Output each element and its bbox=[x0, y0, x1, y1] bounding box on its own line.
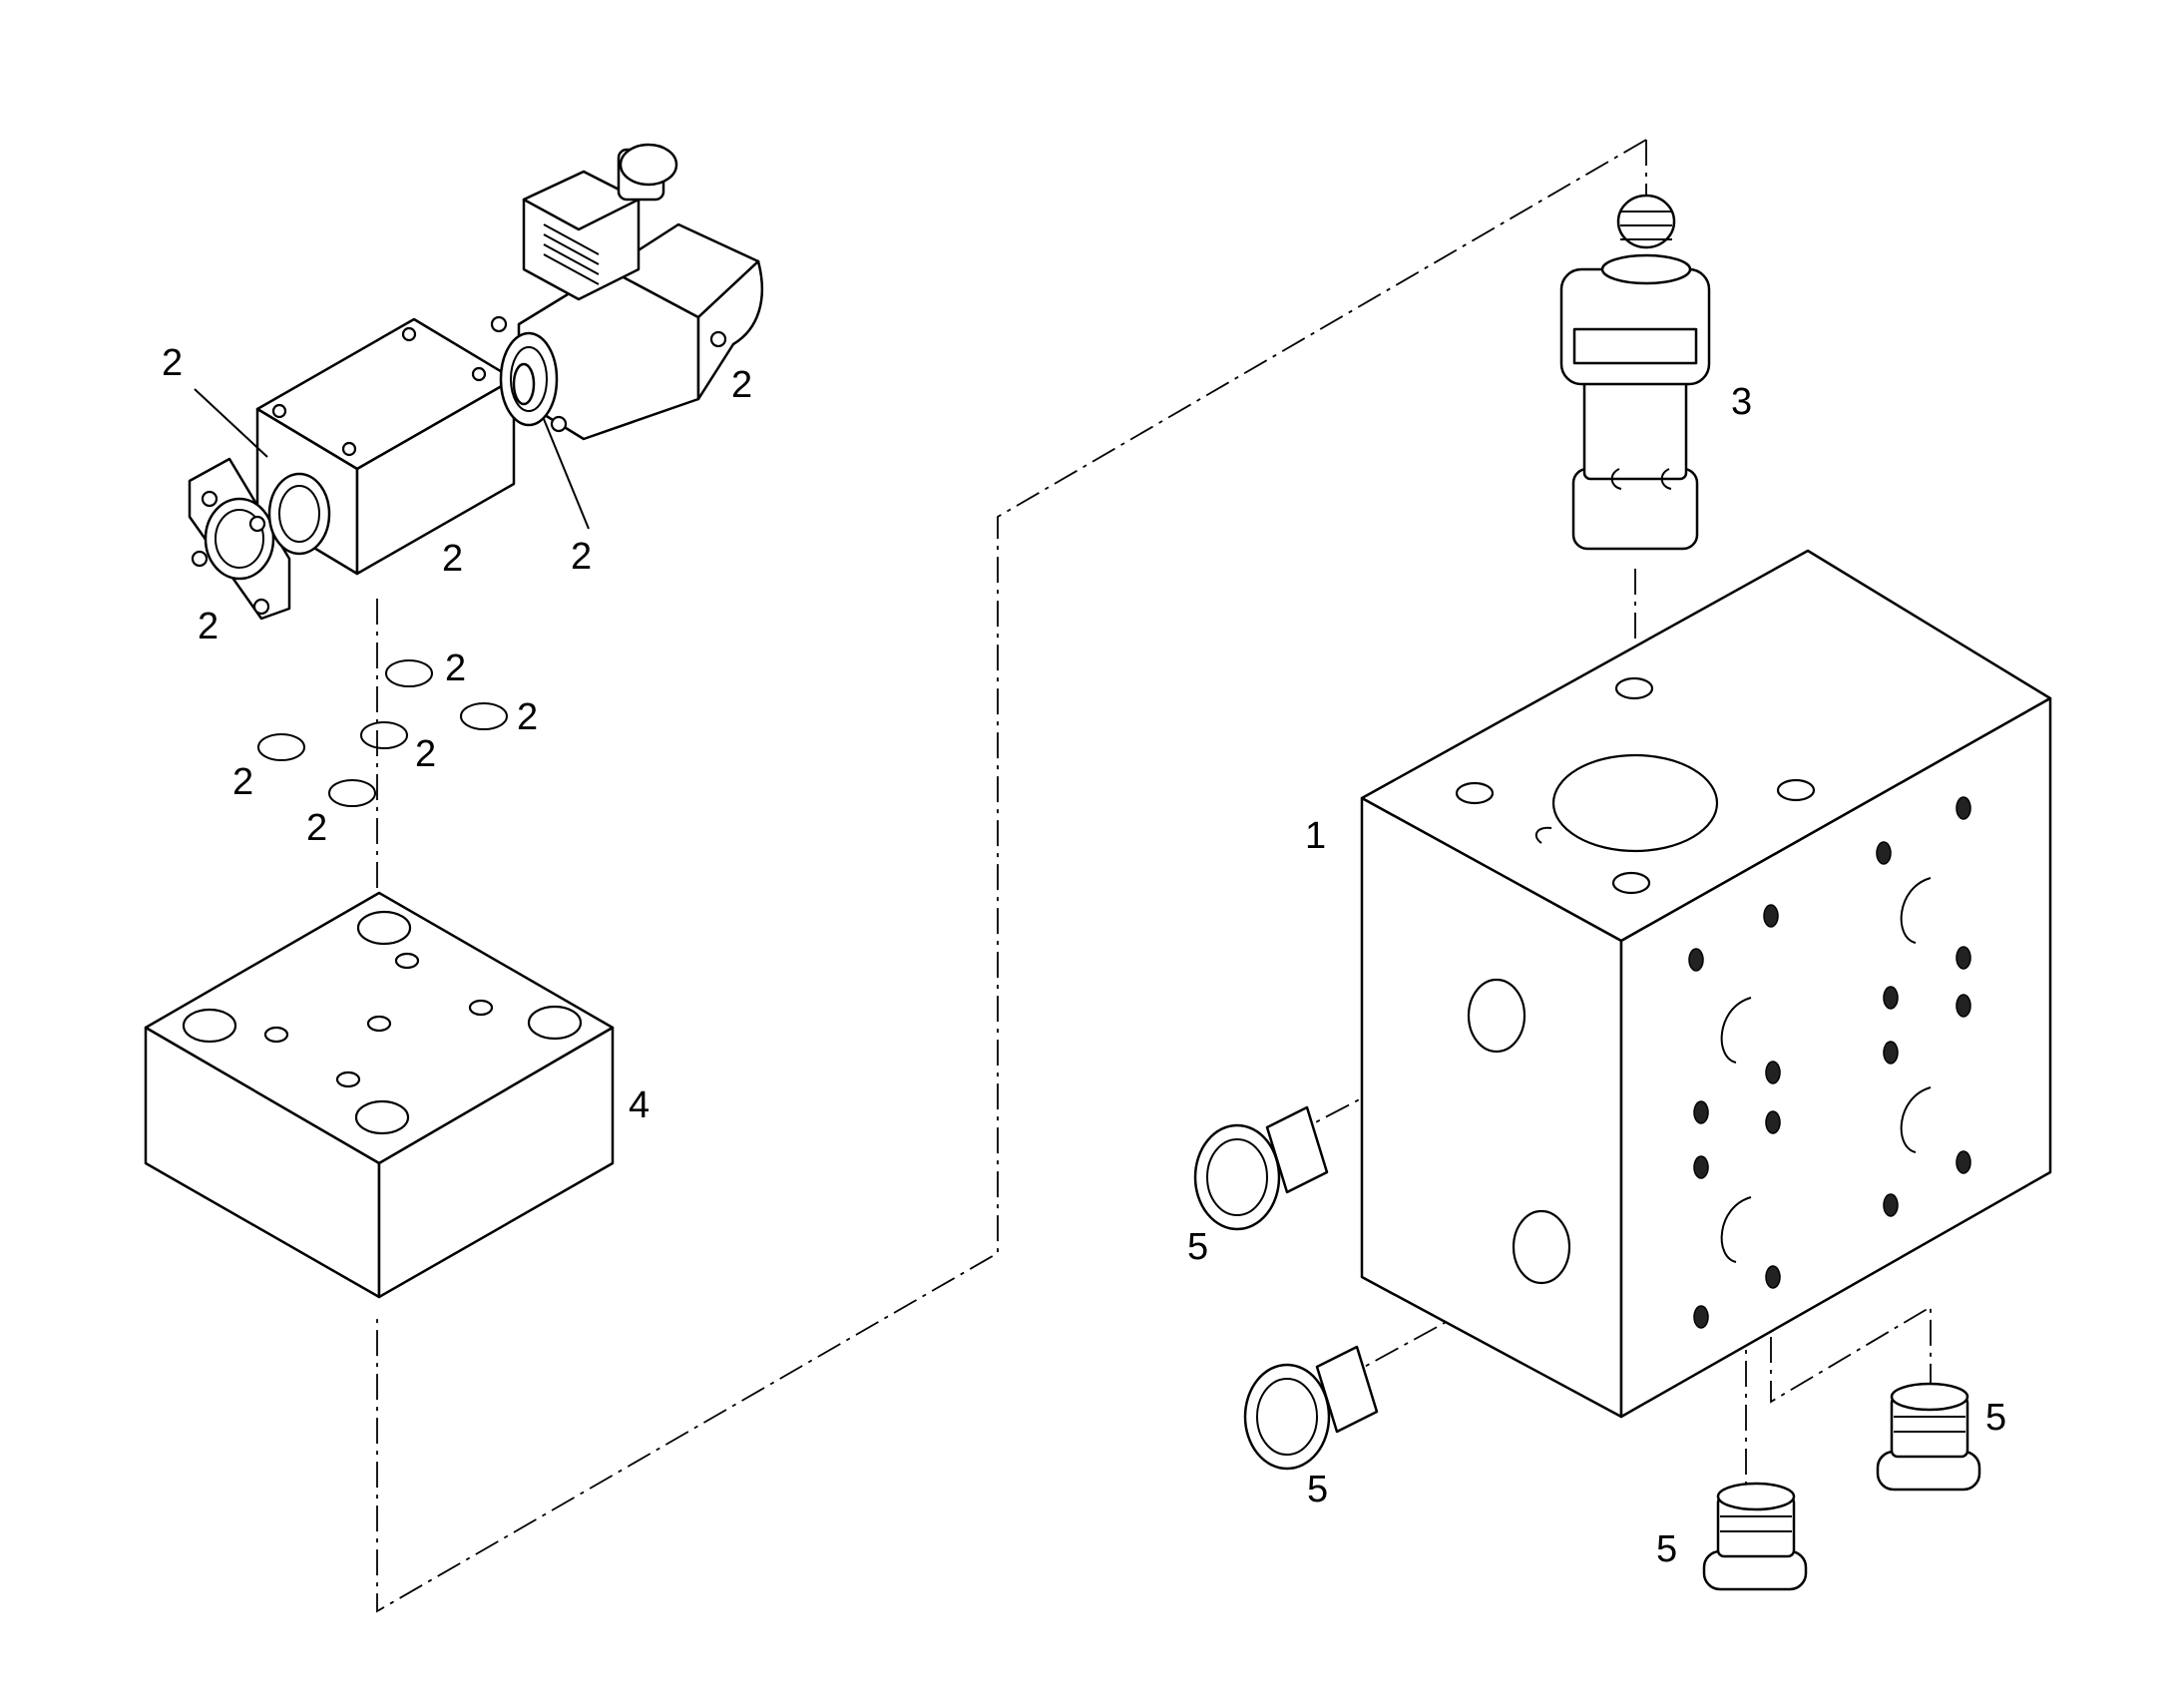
callout-2-oring-5: 2 bbox=[306, 807, 327, 849]
callout-2-solenoid: 2 bbox=[731, 364, 752, 406]
callout-2-body: 2 bbox=[442, 538, 463, 580]
plug-bottom-center bbox=[1702, 1482, 1808, 1591]
plug-upper-left bbox=[1193, 1105, 1329, 1231]
callout-5-right: 5 bbox=[1985, 1397, 2006, 1439]
cartridge-valve bbox=[1559, 194, 1711, 551]
callout-5-upper: 5 bbox=[1187, 1226, 1208, 1268]
callout-5-lower: 5 bbox=[1307, 1469, 1328, 1510]
callout-4: 4 bbox=[629, 1084, 650, 1126]
o-rings bbox=[257, 659, 508, 807]
leader-lines bbox=[194, 388, 590, 530]
plug-lower-left bbox=[1243, 1345, 1379, 1471]
callout-2-oring-1: 2 bbox=[445, 647, 466, 689]
callout-labels: 2 2 2 2 2 2 2 2 2 2 3 1 4 5 5 5 5 bbox=[162, 342, 2006, 1570]
solenoid-connector bbox=[522, 143, 678, 301]
callout-2-cover: 2 bbox=[198, 606, 218, 647]
callout-3: 3 bbox=[1731, 381, 1752, 423]
callout-2-oring-3: 2 bbox=[415, 733, 436, 775]
callout-2-oring-2: 2 bbox=[517, 696, 538, 738]
callout-1: 1 bbox=[1305, 815, 1326, 857]
callout-5-bottom: 5 bbox=[1656, 1528, 1677, 1570]
callout-2-oring-4: 2 bbox=[232, 761, 253, 803]
callout-2-upper-left: 2 bbox=[162, 342, 183, 384]
end-cover-flange bbox=[188, 457, 331, 621]
callout-2-coil: 2 bbox=[571, 536, 592, 578]
solenoid-coil bbox=[490, 222, 764, 441]
subplate-block bbox=[144, 891, 615, 1299]
manifold-block bbox=[1360, 549, 2052, 1419]
plug-bottom-right bbox=[1876, 1382, 1981, 1492]
